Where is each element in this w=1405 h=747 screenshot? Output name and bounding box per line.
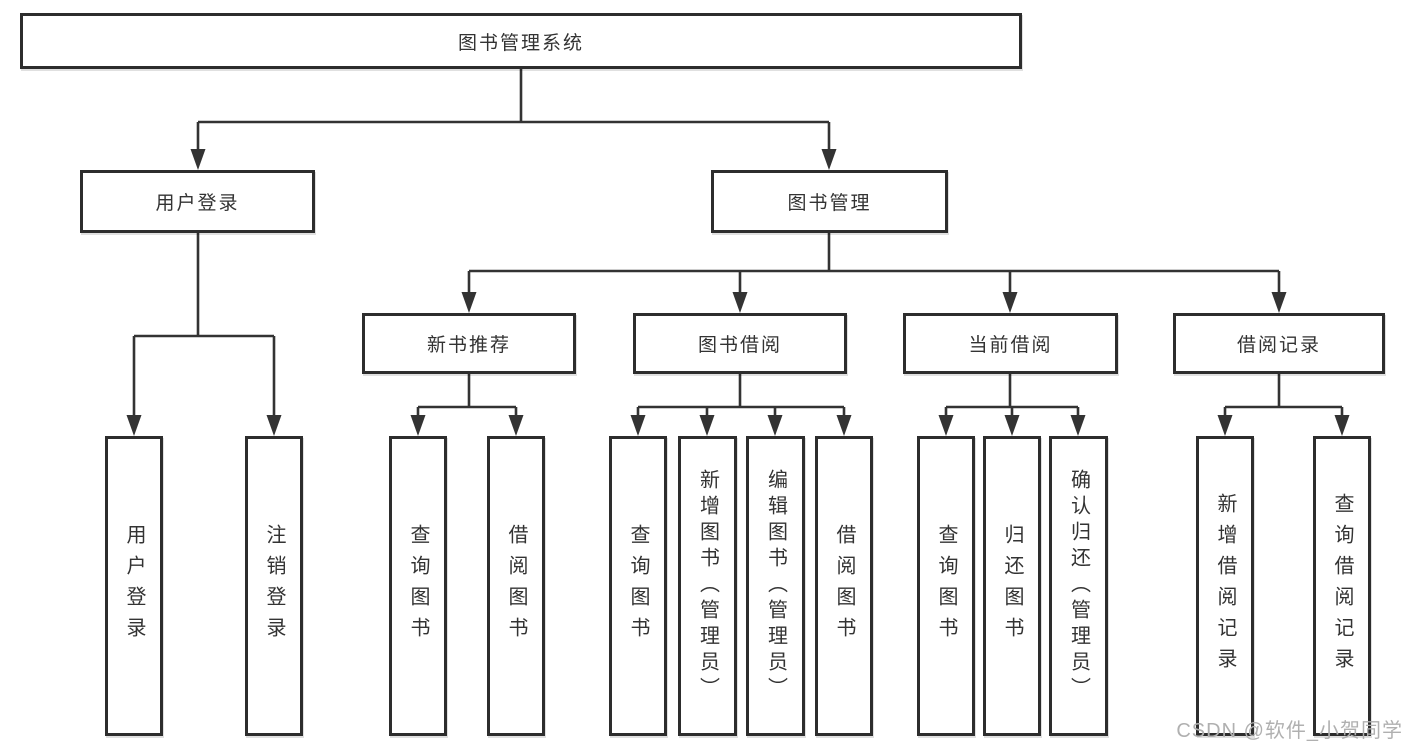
- node-label: 图书管理系统: [457, 32, 584, 54]
- node-label: 查询图书: [407, 524, 429, 648]
- node-label: 查询图书: [627, 524, 649, 648]
- leaf-query-books-2: 查询图书: [609, 436, 667, 736]
- csdn-watermark: CSDN @软件_小贺同学: [1176, 720, 1403, 742]
- leaf-add-borrow-record: 新增借阅记录: [1196, 436, 1254, 736]
- node-user-login: 用户登录: [80, 170, 315, 233]
- node-label: 新增借阅记录: [1214, 493, 1236, 679]
- node-label: 当前借阅: [968, 335, 1053, 356]
- node-label: 注销登录: [263, 524, 285, 648]
- node-label: 确认归还（管理员）: [1067, 469, 1090, 703]
- leaf-confirm-return-admin: 确认归还（管理员）: [1049, 436, 1108, 736]
- leaf-user-login: 用户登录: [105, 436, 163, 736]
- leaf-return-books: 归还图书: [983, 436, 1041, 736]
- node-label: 借阅记录: [1236, 335, 1321, 356]
- node-current-borrow: 当前借阅: [903, 313, 1118, 374]
- node-book-borrow: 图书借阅: [633, 313, 847, 374]
- leaf-edit-book-admin: 编辑图书（管理员）: [746, 436, 805, 736]
- leaf-query-borrow-record: 查询借阅记录: [1313, 436, 1371, 736]
- node-borrow-record: 借阅记录: [1173, 313, 1385, 374]
- node-label: 查询借阅记录: [1331, 493, 1353, 679]
- node-label: 用户登录: [123, 524, 145, 648]
- leaf-add-book-admin: 新增图书（管理员）: [678, 436, 737, 736]
- node-label: 图书管理: [787, 193, 872, 214]
- node-label: 新增图书（管理员）: [696, 469, 719, 703]
- node-label: 归还图书: [1001, 524, 1023, 648]
- node-label: 借阅图书: [505, 524, 527, 648]
- node-book-management: 图书管理: [711, 170, 948, 233]
- node-label: 图书借阅: [697, 335, 782, 356]
- leaf-query-books-1: 查询图书: [389, 436, 447, 736]
- leaf-borrow-books-1: 借阅图书: [487, 436, 545, 736]
- leaf-query-books-3: 查询图书: [917, 436, 975, 736]
- node-label: 借阅图书: [833, 524, 855, 648]
- node-label: 用户登录: [155, 193, 240, 214]
- leaf-borrow-books-2: 借阅图书: [815, 436, 873, 736]
- node-new-book-recommend: 新书推荐: [362, 313, 576, 374]
- node-label: 编辑图书（管理员）: [764, 469, 787, 703]
- node-label: 新书推荐: [426, 335, 511, 356]
- leaf-logout: 注销登录: [245, 436, 303, 736]
- node-library-management-system: 图书管理系统: [20, 13, 1022, 69]
- node-label: 查询图书: [935, 524, 957, 648]
